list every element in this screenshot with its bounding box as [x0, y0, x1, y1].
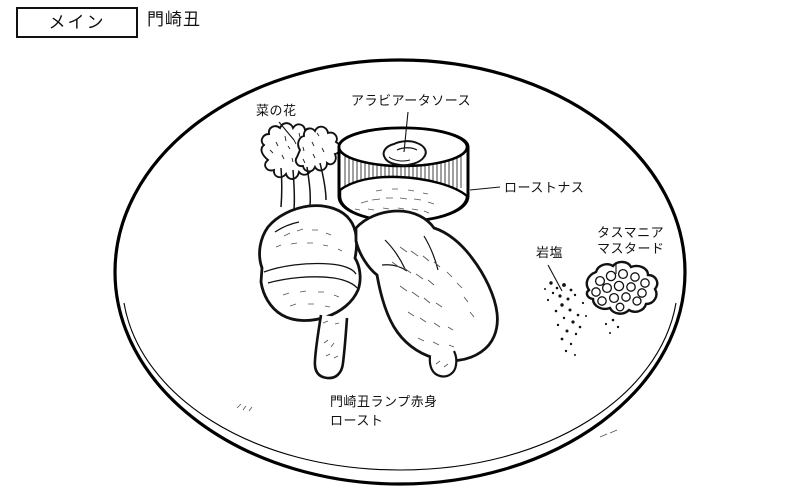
sauce-dollop-highlight	[396, 147, 418, 151]
leader-line-nanohana	[278, 121, 295, 141]
callout-label-tasmanian-mustard: タスマニア マスタード	[597, 225, 665, 257]
callout-main-line1: 門崎丑ランプ赤身	[330, 394, 438, 409]
leader-line-eggplant	[469, 186, 501, 191]
header: メイン 門崎丑	[0, 0, 800, 46]
callout-mustard-line2: マスタード	[597, 241, 665, 256]
beef-left-folds	[263, 221, 358, 289]
leader-line-rock-salt	[547, 264, 563, 292]
rape-blossom-greens	[260, 122, 341, 210]
beef-right-foot-texture	[435, 360, 449, 368]
salt-scatter	[544, 281, 587, 356]
greens-stem-1	[280, 167, 283, 208]
mustard-crumbs	[604, 318, 620, 334]
plate-rim-highlight-right	[599, 429, 618, 438]
beef-right-foot	[428, 350, 458, 378]
beef-right-texture	[391, 246, 475, 348]
sauce-dollop-shadow	[388, 156, 411, 162]
plate-inner-rim	[123, 302, 677, 471]
category-badge: メイン	[16, 7, 138, 38]
roast-beef-slices	[258, 204, 499, 380]
greens-texture	[269, 132, 325, 164]
mustard-cluster	[585, 260, 659, 334]
plate-rim-highlight	[236, 403, 253, 412]
beef-slice-right	[354, 209, 499, 363]
callout-label-roast-eggplant: ローストナス	[504, 180, 585, 195]
category-label: メイン	[48, 13, 106, 32]
callout-main-line2: ロースト	[330, 413, 384, 428]
page-title: 門崎丑	[147, 10, 201, 29]
eggplant-flesh-texture	[354, 188, 435, 214]
greens-stem-4	[319, 162, 327, 201]
callout-label-nanohana: 菜の花	[256, 103, 297, 118]
callout-leader-lines	[278, 111, 617, 292]
mustard-seed-bumps	[591, 268, 650, 312]
greens-stem-2	[292, 169, 296, 210]
callout-label-main-item: 門崎丑ランプ赤身 ロースト	[330, 392, 438, 430]
callout-label-rock-salt: 岩塩	[536, 245, 564, 260]
beef-left-texture	[275, 228, 343, 308]
beef-right-folds	[381, 235, 439, 272]
eggplant-cylinder	[337, 126, 470, 223]
beef-bottom-chunk-texture	[322, 320, 340, 359]
leader-line-arrabbiata	[403, 111, 409, 153]
callout-label-arrabbiata: アラビアータソース	[351, 93, 472, 108]
mustard-body	[585, 260, 659, 315]
greens-stem-3	[306, 166, 311, 207]
callout-mustard-line1: タスマニア	[597, 225, 665, 240]
